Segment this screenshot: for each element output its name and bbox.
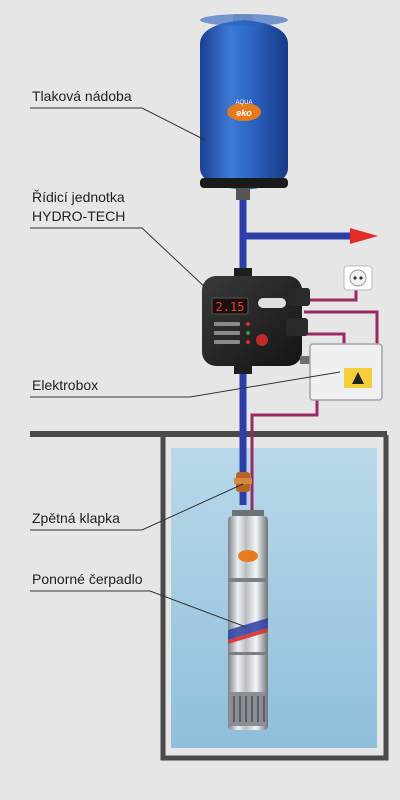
brand-logo: AQUA eko: [227, 100, 261, 121]
leader-pump: [30, 590, 247, 628]
led-display: [211, 297, 249, 315]
control-unit-logo: [258, 298, 286, 308]
cable-gland-top: [288, 288, 310, 306]
electrobox: [300, 343, 383, 401]
leader-check-valve: [30, 483, 244, 531]
label-control-unit: Řídicí jednotka: [32, 189, 125, 205]
label-electrobox: Elektrobox: [32, 377, 99, 393]
well-walls: [160, 435, 389, 761]
power-socket-icon: [343, 265, 373, 291]
control-button: [256, 334, 268, 346]
label-submersible-pump: Ponorné čerpadlo: [32, 571, 143, 587]
leader-electrobox: [30, 371, 341, 398]
pump-cable: [250, 398, 319, 525]
brand-logo-bottom: eko: [236, 108, 252, 118]
brand-logo-top: AQUA: [235, 100, 252, 106]
cable-gland-bottom: [286, 318, 308, 336]
outlet-arrow-icon: [350, 228, 378, 244]
label-check-valve: Zpětná klapka: [32, 510, 120, 526]
mains-cable: [304, 290, 358, 302]
pump-logo: [238, 550, 258, 562]
leader-control-unit: [30, 227, 209, 291]
check-valve: [234, 472, 252, 492]
leader-tank: [30, 107, 206, 141]
label-pressure-tank: Tlaková nádoba: [32, 88, 132, 104]
submersible-pump: [228, 510, 268, 730]
well-water: [171, 448, 377, 748]
label-control-unit-model: HYDRO-TECH: [32, 208, 126, 224]
control-unit: 2.15: [202, 268, 310, 374]
display-value: 2.15: [216, 300, 245, 314]
pressure-tank: AQUA eko: [200, 14, 288, 200]
